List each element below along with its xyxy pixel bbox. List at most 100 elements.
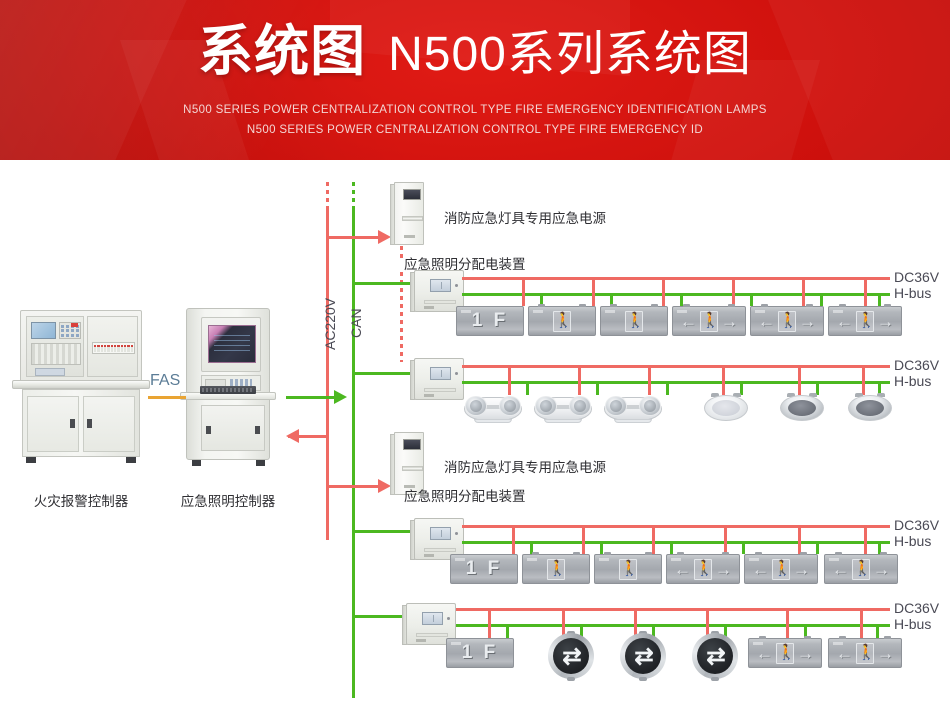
distribution-box-2: [410, 358, 464, 400]
psu-vent: [402, 466, 423, 471]
dc36v-drop: [512, 525, 515, 554]
hbus-drop: [742, 541, 745, 554]
running-man-icon: [553, 310, 571, 332]
page-title: 系统图: [198, 20, 367, 82]
running-man-icon: [619, 558, 637, 580]
sign-mount-tab: [805, 304, 813, 307]
circular-direction-sign: ⇄: [620, 631, 666, 681]
console-cabinet-base: [22, 389, 140, 457]
ac220v-trunk: [326, 208, 329, 540]
bidirectional-arrow-icon: ⇄: [562, 642, 581, 669]
hbus-drop: [506, 624, 509, 638]
can-label: CAN: [348, 308, 364, 338]
dbox-brand-mark: [424, 394, 434, 397]
arrow-right-icon: →: [793, 559, 810, 579]
bidirectional-arrow-icon: ⇄: [634, 642, 653, 669]
dbox-label-strip: [416, 633, 448, 637]
psu-vent: [402, 216, 423, 221]
sign-mount-tab: [759, 636, 767, 639]
psu-display: [403, 439, 421, 450]
hbus-row-3: [462, 541, 890, 544]
dc36v-drop: [648, 365, 651, 395]
exit-sign-bidirectional: ← →: [828, 304, 902, 336]
sign-mount-tab: [835, 552, 843, 555]
ceiling-downlight: [780, 393, 824, 423]
hbus-drop: [670, 541, 673, 554]
running-man-icon: [778, 310, 796, 332]
exit-sign-bidirectional: ← →: [750, 304, 824, 336]
psu-shell: [394, 432, 424, 495]
ac220v-trunk-dashed: [326, 182, 329, 208]
can-tap-dbox-2: [352, 372, 420, 375]
exit-sign: [594, 552, 662, 584]
system-diagram-canvas: 火灾报警控制器 应急照明控制器 FAS AC220V CAN: [0, 160, 950, 703]
dbox-brand-mark: [424, 554, 434, 557]
twin-light-brand: [625, 405, 641, 409]
dc36v-drop: [722, 365, 725, 395]
exit-sign-bidirectional: ← →: [666, 552, 740, 584]
dc36v-drop: [862, 365, 865, 395]
psu-shell: [394, 182, 424, 245]
running-man-icon: [700, 310, 718, 332]
dbox-brand-mark: [424, 306, 434, 309]
dbox-window: [430, 527, 451, 540]
sign-mount-tab: [650, 304, 658, 307]
arrow-right-icon: →: [877, 643, 894, 663]
dc36v-label-4: DC36V: [894, 600, 940, 616]
downlight-lens: [712, 400, 740, 416]
dbox-status-led: [455, 532, 458, 535]
banner-subtitle-line-2: N500 SERIES POWER CENTRALIZATION CONTROL…: [246, 124, 704, 136]
hbus-drop: [804, 624, 807, 638]
sign-mount-tab: [803, 636, 811, 639]
psu-brand-mark: [404, 485, 415, 488]
hbus-drop: [816, 541, 819, 554]
sign-mount-tab: [610, 304, 618, 307]
psu-riser-dashed-lower: [400, 272, 403, 362]
hbus-drop: [878, 293, 881, 306]
hbus-drop: [820, 293, 823, 306]
running-man-icon: [852, 558, 870, 580]
can-tap-dbox-3: [352, 530, 420, 533]
circ-face: ⇄: [625, 638, 661, 674]
hbus-drop: [876, 624, 879, 638]
console-terminal-row: [92, 342, 135, 354]
dc36v-drop: [802, 277, 805, 306]
console-module-slots: [31, 343, 81, 365]
exit-sign: [522, 552, 590, 584]
downlight-lens: [856, 400, 884, 416]
downlight-clip: [733, 393, 741, 397]
dbox-side-panel: [402, 605, 407, 645]
dc36v-label-1: DC36V: [894, 269, 940, 285]
dc36v-drop: [634, 608, 637, 638]
sign-mount-tab: [721, 552, 729, 555]
sign-mount-tab: [532, 552, 540, 555]
arrow-right-icon: →: [721, 311, 738, 331]
circ-face: ⇄: [697, 638, 733, 674]
dbox-window: [430, 367, 451, 380]
hbus-drop: [680, 293, 683, 306]
twin-light-brand: [555, 405, 571, 409]
dc36v-drop: [798, 525, 801, 554]
hbus-drop: [540, 293, 543, 306]
circ-face: ⇄: [553, 638, 589, 674]
console-door-left: [27, 396, 79, 452]
dc36v-drop: [582, 525, 585, 554]
power-supply-label-2: 消防应急灯具专用应急电源: [444, 460, 606, 475]
sign-mount-tab: [799, 552, 807, 555]
arrow-right-icon: →: [799, 311, 816, 331]
console-desktop: [12, 380, 150, 389]
floor-number-text: 1 F: [465, 558, 503, 579]
hbus-drop: [652, 624, 655, 638]
dc36v-bus-row-1: [462, 277, 890, 280]
circ-mount-nub: [567, 677, 575, 681]
twin-head-emergency-light: [534, 393, 592, 423]
sign-mount-tab: [538, 304, 546, 307]
hbus-label-3: H-bus: [894, 533, 932, 549]
dc36v-drop: [522, 277, 525, 306]
psu-display: [403, 189, 421, 200]
door-handle: [255, 426, 260, 434]
floor-indicator-sign: 1 F: [456, 306, 524, 336]
psu-upper-feed-arrow: [378, 230, 391, 244]
arrow-left-icon: ←: [836, 311, 853, 331]
elc-foot: [192, 460, 201, 466]
